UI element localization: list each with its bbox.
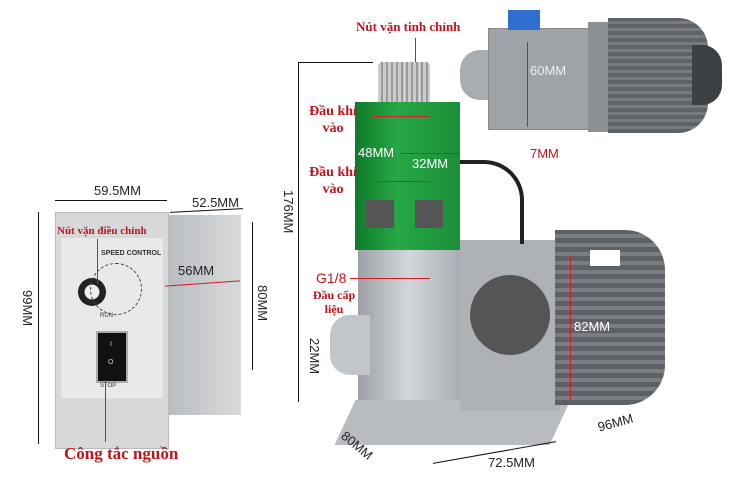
dim-176mm: 176MM (281, 190, 296, 234)
label-feed-inlet: Đầu cấp liệu (312, 288, 356, 316)
dim-96mm: 96MM (596, 410, 635, 435)
label-g18: G1/8 (316, 270, 347, 286)
label-air-inlet-2: Đầu khí vào (309, 165, 357, 197)
label-fine-knob: Nút vặn tinh chỉnh (356, 19, 461, 34)
power-switch[interactable]: I O (96, 331, 128, 383)
dim-56mm: 56MM (178, 263, 215, 278)
stop-label: STOP (100, 383, 117, 389)
speed-control-title: SPEED CONTROL (101, 250, 162, 257)
controller-front: SPEED CONTROL RUN I O STOP (55, 212, 169, 449)
cable (460, 160, 524, 244)
controller-side (166, 215, 241, 415)
label-adjust-knob: Nút vặn điều chỉnh (57, 225, 147, 237)
motor-top-view (460, 10, 730, 140)
valve-silver-block (358, 250, 460, 405)
knobs (378, 62, 430, 104)
dim-72-5mm: 72.5MM (488, 455, 535, 470)
dim-7mm: 7MM (530, 146, 559, 161)
dim-59-5mm: 59.5MM (94, 183, 141, 198)
dim-60mm: 60MM (530, 63, 567, 78)
connector (508, 10, 540, 30)
dim-52-5mm: 52.5MM (192, 195, 239, 210)
dim-22mm: 22MM (307, 338, 322, 375)
dim-82mm: 82MM (574, 319, 611, 334)
run-label: RUN (100, 313, 113, 319)
dim-32mm: 32MM (412, 156, 449, 171)
nozzle (330, 315, 370, 375)
dim-48mm: 48MM (358, 145, 395, 160)
label-air-inlet-1: Đầu khí vào (309, 104, 357, 136)
dim-80mm-controller: 80MM (255, 285, 270, 322)
label-power-switch: Công tắc nguồn (64, 444, 179, 463)
dim-99mm: 99MM (20, 290, 35, 327)
